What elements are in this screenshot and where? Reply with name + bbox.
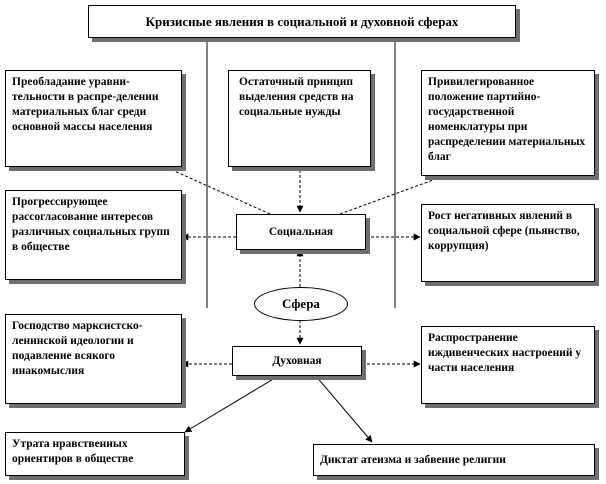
box-privilege: Привилегированное положение партийно-гос… bbox=[421, 70, 595, 176]
box-residual-principle: Остаточный принцип выделения средств на … bbox=[228, 70, 371, 167]
box-ideology: Господство марксистско-ленинской идеолог… bbox=[5, 314, 182, 404]
arrow-social-to-equality bbox=[149, 159, 271, 215]
box-discord: Прогрессирующее рассогласование интересо… bbox=[5, 190, 182, 280]
social-sphere-box: Социальная bbox=[236, 214, 366, 250]
box-morality: Утрата нравственных ориентиров в обществ… bbox=[5, 432, 185, 476]
arrow-social-to-privilege bbox=[339, 170, 456, 215]
sphere-ellipse: Сфера bbox=[254, 287, 348, 321]
diagram-title: Кризисные явления в социальной и духовно… bbox=[88, 5, 516, 38]
box-negative-phenomena: Рост негативных явлений в социальной сфе… bbox=[421, 204, 595, 282]
box-equality: Преобладание уравни-тельности в распре-д… bbox=[5, 70, 182, 167]
spiritual-sphere-box: Духовная bbox=[232, 346, 362, 376]
box-atheism: Диктат атеизма и забвение религии bbox=[313, 444, 595, 476]
arrow-spiritual-to-morality bbox=[184, 374, 281, 433]
arrow-spiritual-to-atheism bbox=[314, 374, 373, 443]
box-dependency: Распространение иждивенческих настроений… bbox=[421, 326, 595, 404]
